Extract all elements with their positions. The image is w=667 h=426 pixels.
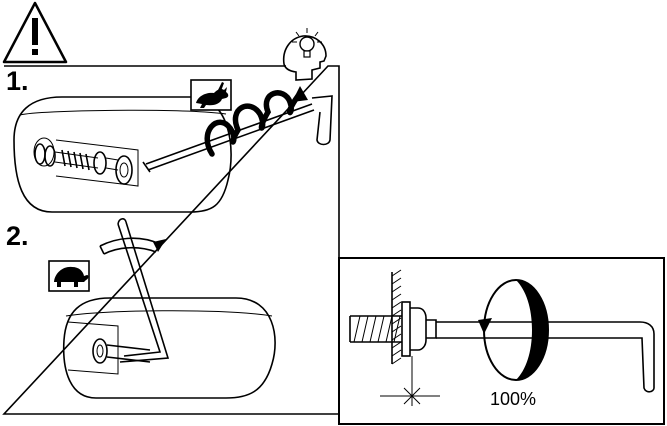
step2-wrench: [117, 218, 170, 363]
detail-threaded-rod: [349, 315, 402, 343]
step1-housing: [13, 96, 232, 213]
step-1-number: 1.: [6, 66, 29, 96]
warning-triangle-icon: [2, 1, 68, 64]
rotation-percent-label: 100%: [490, 389, 536, 409]
detail-nut: [401, 301, 437, 357]
main-frame: [2, 65, 340, 415]
rotation-ring-icon: [478, 279, 549, 381]
step2-housing: [62, 297, 276, 399]
detail-hex-key: [436, 321, 655, 393]
step2-swing-arc: [99, 237, 166, 255]
hare-icon: [190, 79, 232, 111]
tortoise-icon: [48, 260, 90, 292]
detail-gap-marker: [380, 356, 440, 406]
lightbulb-head-icon: [282, 28, 327, 81]
step-2-number: 2.: [6, 221, 29, 251]
step1-rotation-spiral: [204, 86, 308, 157]
step1-spindle: [34, 143, 133, 185]
step2-spindle: [92, 338, 151, 364]
